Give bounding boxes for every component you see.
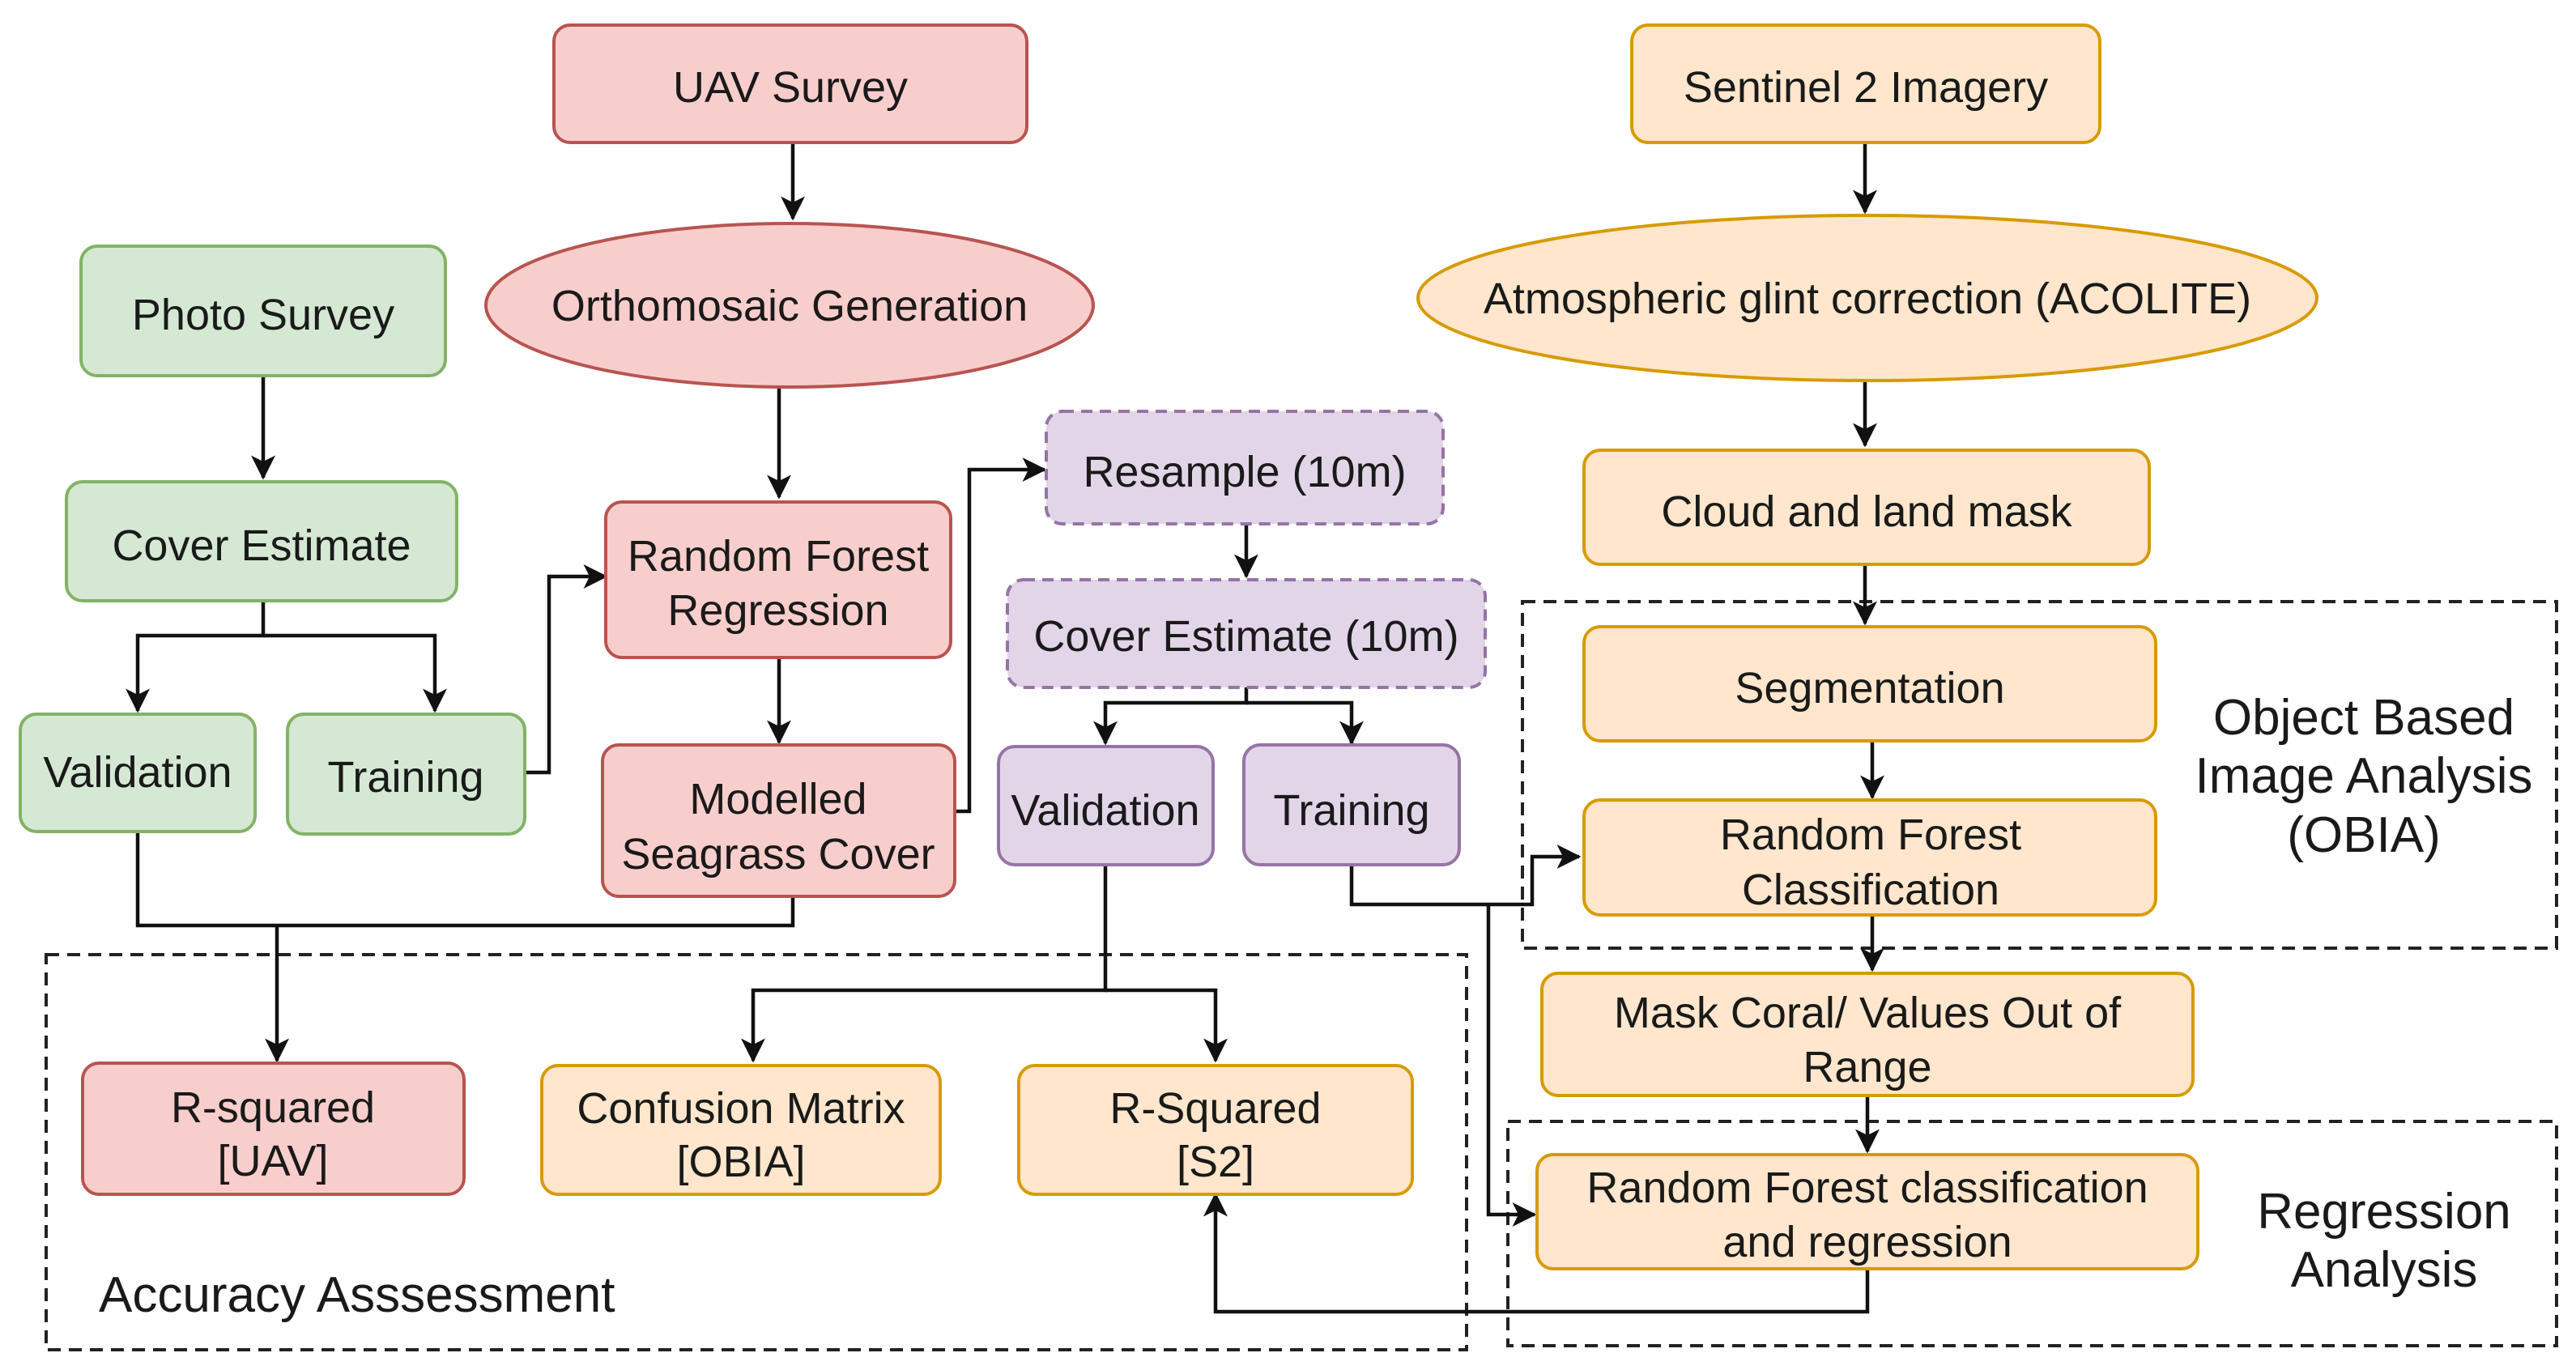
node-sentinel: Sentinel 2 Imagery <box>1630 23 2101 144</box>
edge-rfreg-rsq-s2 <box>1203 1192 1870 1314</box>
regression-label-line-1: Regression <box>2257 1184 2511 1240</box>
edge-training-purple-rf <box>1349 845 1582 907</box>
rf-regression-line-1: Random Forest <box>628 532 929 581</box>
segmentation-label: Segmentation <box>1735 664 2004 713</box>
resample-label: Resample (10m) <box>1083 448 1406 496</box>
edge-cover10-validation <box>1093 687 1249 746</box>
rf-regression-line-2: Regression <box>667 586 888 635</box>
orthomosaic-label: Orthomosaic Generation <box>551 282 1028 330</box>
node-uav-survey: UAV Survey <box>552 23 1028 144</box>
node-cloud-mask: Cloud and land mask <box>1582 449 2151 566</box>
node-validation-purple: Validation <box>997 745 1215 866</box>
modelled-cover-line-1: Modelled <box>689 775 866 823</box>
node-resample: Resample (10m) <box>1045 410 1445 525</box>
regression-label-line-2: Analysis <box>2291 1242 2478 1298</box>
rf-classification-line-1: Random Forest <box>1720 811 2021 859</box>
uav-survey-label: UAV Survey <box>673 63 908 112</box>
node-photo-survey: Photo Survey <box>79 245 447 377</box>
training-green-label: Training <box>327 753 483 802</box>
node-validation-green: Validation <box>19 713 257 833</box>
node-rf-classification: Random Forest Classification <box>1582 798 2157 917</box>
confusion-matrix-line-2: [OBIA] <box>676 1138 805 1186</box>
edge-cover10-training <box>1246 700 1364 746</box>
node-mask-coral: Mask Coral/ Values Out of Range <box>1540 972 2195 1097</box>
mask-coral-line-2: Range <box>1803 1043 1931 1091</box>
node-training-green: Training <box>286 713 526 836</box>
edge-modelled-resample <box>953 457 1047 814</box>
edge-validation-purple-accuracy <box>741 865 1108 1063</box>
r-squared-uav-line-1: R-squared <box>171 1083 375 1132</box>
cover-estimate-label: Cover Estimate <box>112 521 411 570</box>
r-squared-uav-line-2: [UAV] <box>217 1137 328 1185</box>
cover-estimate-10m-label: Cover Estimate (10m) <box>1033 612 1458 661</box>
node-segmentation: Segmentation <box>1582 625 2157 742</box>
rf-classification-line-2: Classification <box>1742 866 1999 914</box>
validation-purple-label: Validation <box>1011 786 1199 835</box>
obia-group-label: Object Based Image Analysis (OBIA) <box>2195 690 2533 863</box>
accuracy-group-box <box>45 953 1468 1351</box>
node-atmospheric: Atmospheric glint correction (ACOLITE) <box>1416 214 2318 382</box>
node-rf-regression: Random Forest Regression <box>604 500 952 659</box>
sentinel-label: Sentinel 2 Imagery <box>1684 63 2048 112</box>
rf-class-regression-line-1: Random Forest classification <box>1586 1164 2148 1212</box>
edges <box>126 143 1884 1314</box>
node-training-purple: Training <box>1242 743 1461 866</box>
obia-label-line-3: (OBIA) <box>2287 807 2440 863</box>
cloud-mask-label: Cloud and land mask <box>1661 487 2072 536</box>
r-squared-s2-line-2: [S2] <box>1177 1138 1254 1186</box>
rf-class-regression-line-2: and regression <box>1722 1218 2012 1266</box>
confusion-matrix-line-1: Confusion Matrix <box>577 1084 905 1133</box>
node-cover-estimate-10m: Cover Estimate (10m) <box>1006 578 1487 689</box>
photo-survey-label: Photo Survey <box>132 291 394 339</box>
modelled-cover-line-2: Seagrass Cover <box>621 830 935 879</box>
edge-accuracy-rsq-s2 <box>1105 988 1228 1063</box>
obia-group-box <box>1521 600 2558 950</box>
validation-green-label: Validation <box>43 748 232 797</box>
edge-training-purple-rfreg <box>1486 904 1537 1227</box>
node-rf-class-regression: Random Forest classification and regress… <box>1535 1153 2199 1270</box>
regression-group-label: Regression Analysis <box>2257 1184 2511 1298</box>
accuracy-group-label: Accuracy Asssessment <box>99 1267 615 1323</box>
edge-cover-validation <box>126 601 266 713</box>
node-confusion-matrix: Confusion Matrix [OBIA] <box>540 1064 942 1196</box>
obia-label-line-1: Object Based <box>2213 690 2514 746</box>
edge-cover-training <box>263 633 447 713</box>
edge-training-rf <box>525 564 608 775</box>
node-r-squared-s2: R-Squared [S2] <box>1017 1064 1414 1196</box>
node-r-squared-uav: R-squared [UAV] <box>81 1062 466 1196</box>
atmospheric-label: Atmospheric glint correction (ACOLITE) <box>1484 274 2251 323</box>
r-squared-s2-line-1: R-Squared <box>1109 1084 1321 1133</box>
node-modelled-cover: Modelled Seagrass Cover <box>601 743 956 898</box>
mask-coral-line-1: Mask Coral/ Values Out of <box>1614 989 2122 1037</box>
training-purple-label: Training <box>1273 786 1429 835</box>
node-orthomosaic: Orthomosaic Generation <box>484 222 1095 389</box>
regression-group-box <box>1506 1120 2558 1347</box>
edge-validation-rsq-uav <box>135 832 795 1061</box>
node-cover-estimate: Cover Estimate <box>65 480 458 602</box>
obia-label-line-2: Image Analysis <box>2195 748 2533 804</box>
